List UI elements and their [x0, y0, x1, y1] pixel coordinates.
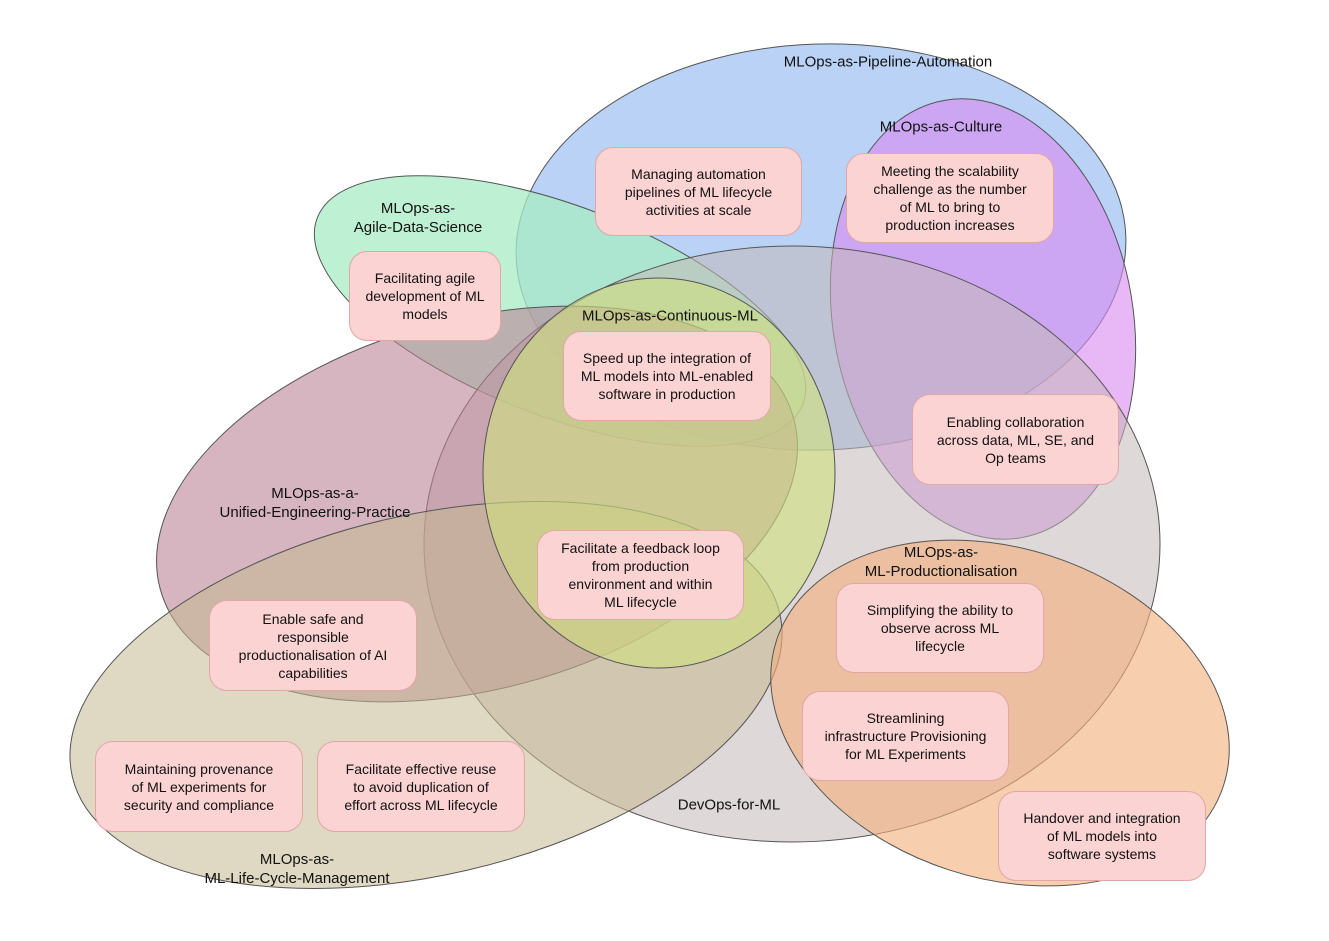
label-unified-engineering: MLOps-as-a- Unified-Engineering-Practice: [219, 485, 411, 521]
card-agile-development: Facilitating agile development of ML mod…: [349, 251, 501, 341]
label-ml-lifecycle-management: MLOps-as- ML-Life-Cycle-Management: [204, 851, 390, 887]
card-safe-responsible: Enable safe and responsible productional…: [209, 600, 417, 691]
card-collaboration: Enabling collaboration across data, ML, …: [912, 394, 1119, 485]
label-culture: MLOps-as-Culture: [879, 118, 1003, 136]
card-provenance: Maintaining provenance of ML experiments…: [95, 741, 303, 832]
card-effective-reuse: Facilitate effective reuse to avoid dupl…: [317, 741, 525, 832]
label-continuous-ml: MLOps-as-Continuous-ML: [582, 307, 758, 325]
label-devops-for-ml: DevOps-for-ML: [677, 796, 781, 814]
label-ml-productionalisation: MLOps-as- ML-Productionalisation: [864, 544, 1018, 580]
label-pipeline-automation: MLOps-as-Pipeline-Automation: [783, 53, 993, 71]
card-speed-up-integration: Speed up the integration of ML models in…: [563, 331, 771, 421]
card-automation-pipelines: Managing automation pipelines of ML life…: [595, 147, 802, 236]
card-feedback-loop: Facilitate a feedback loop from producti…: [537, 530, 744, 620]
card-handover: Handover and integration of ML models in…: [998, 791, 1206, 881]
label-agile-data-science: MLOps-as- Agile-Data-Science: [353, 200, 483, 236]
card-infrastructure: Streamlining infrastructure Provisioning…: [802, 691, 1009, 781]
card-scalability: Meeting the scalability challenge as the…: [846, 153, 1054, 243]
card-observe-lifecycle: Simplifying the ability to observe acros…: [836, 583, 1044, 673]
